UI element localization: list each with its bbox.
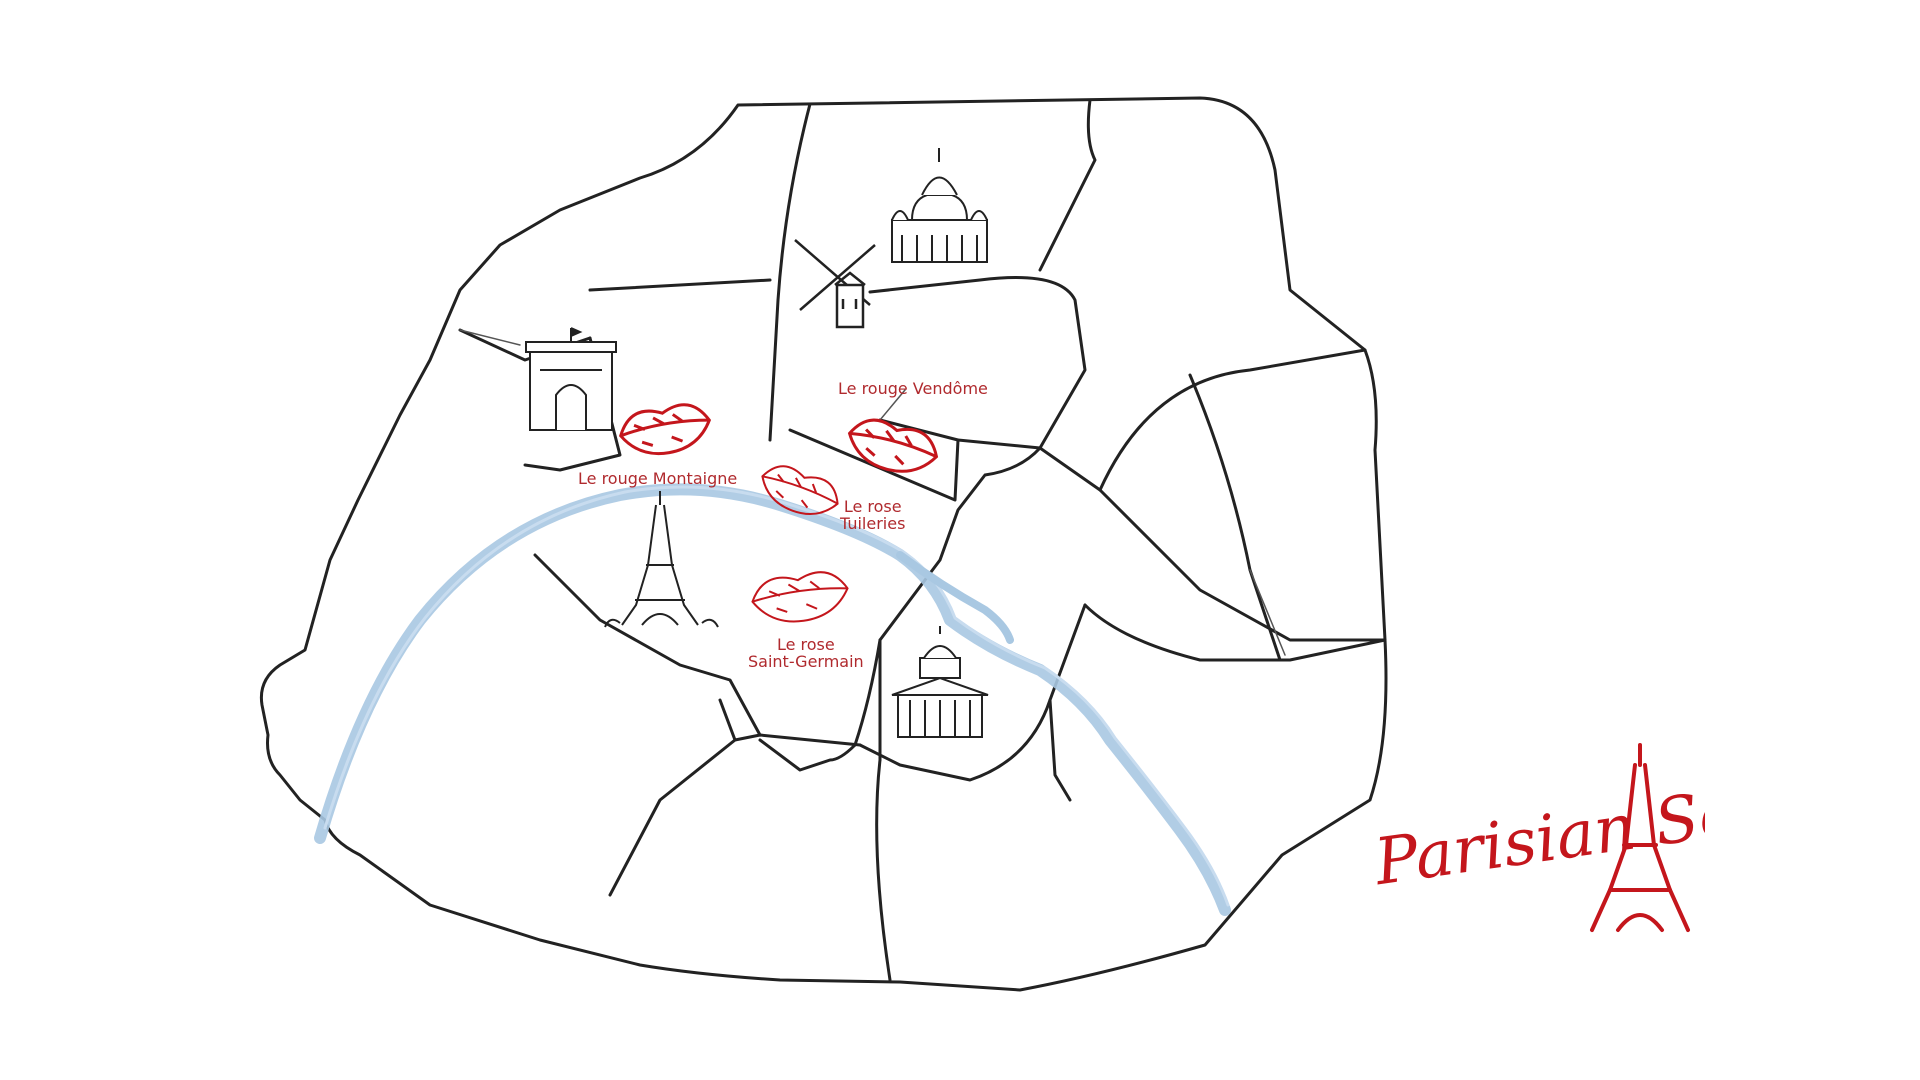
district-line [1098,348,1367,492]
district-line [1083,603,1387,662]
label-saint-germain: Le rose Saint-Germain [748,635,864,671]
district-line-thin [459,329,521,346]
brand-logo: Parisian Set [1369,773,1705,901]
district-line [868,276,1087,450]
seine-river [314,483,1231,916]
pantheon-icon [891,626,989,738]
label-tuileries: Le rose Tuileries [840,497,906,533]
label-vendome: Le rouge Vendôme [838,379,988,398]
lips-montaigne[interactable] [617,400,713,460]
brand-eiffel-icon [1590,743,1690,932]
district-line [768,102,812,442]
district-line [718,698,862,747]
city-boundary [259,96,1388,992]
district-line [588,278,772,292]
seine-river-arm [896,551,1014,644]
district-line-thin [1249,569,1286,656]
district-line [1038,98,1097,272]
eiffel-tower-icon [604,491,719,628]
lips-vendome[interactable] [843,414,942,481]
brand-logo-text: Parisian Set [1369,773,1705,901]
district-line [1048,698,1072,802]
seine-river-edge [323,485,1230,907]
district-line [858,603,1087,782]
district-line [608,738,737,897]
sacre-coeur-icon [891,148,988,263]
lips-tuileries[interactable] [755,460,844,525]
district-line [1038,446,1387,642]
district-line [1188,373,1282,662]
district-line [875,758,892,982]
district-line [788,428,960,502]
lips-saint-germain[interactable] [750,569,851,628]
district-line [758,738,857,772]
moulin-rouge-icon [794,239,876,329]
district-line-thin [879,389,906,421]
arc-de-triomphe-icon [525,327,617,431]
district-line [533,553,762,737]
label-montaigne: Le rouge Montaigne [578,469,738,488]
